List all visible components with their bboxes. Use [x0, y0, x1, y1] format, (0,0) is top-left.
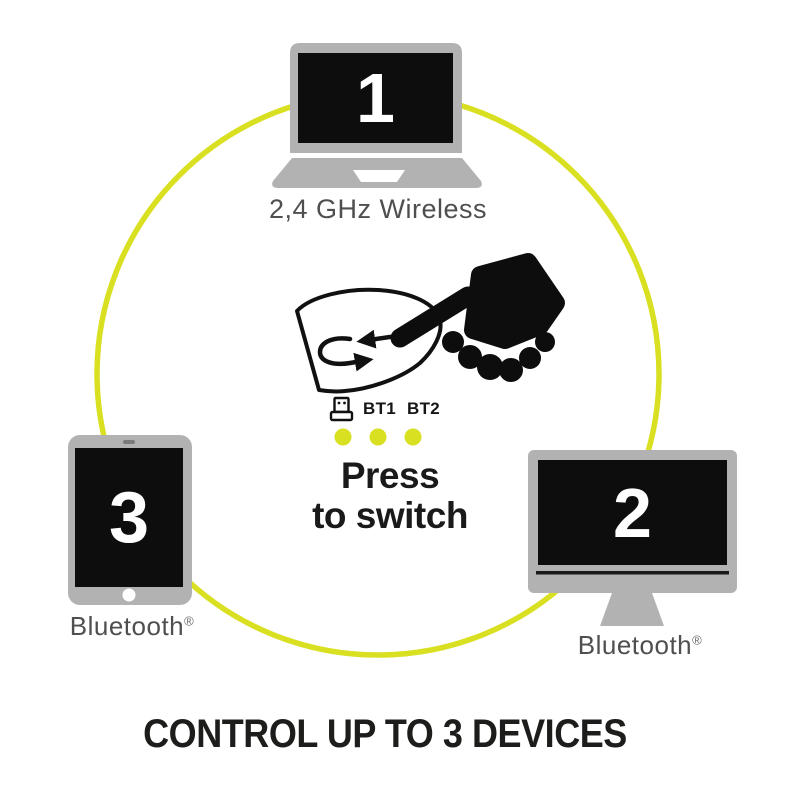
wireless-label: 2,4 GHz Wireless [268, 194, 488, 224]
monitor-icon [528, 450, 737, 626]
usb-dongle-icon [329, 396, 354, 422]
trademark-symbol: ® [184, 613, 195, 629]
laptop-icon [272, 43, 482, 188]
device-1-connection-label: 2,4 GHz Wireless [258, 194, 498, 225]
device-3-connection-label: Bluetooth® [51, 611, 213, 642]
channel-labels: BT1 BT2 [363, 399, 440, 419]
hand-press-icon [390, 253, 565, 382]
device-3-number: 3 [108, 477, 150, 558]
bluetooth-label: Bluetooth [69, 611, 185, 641]
press-to-switch-label: Press to switch [290, 456, 490, 536]
press-line-2: to switch [312, 495, 468, 536]
trademark-symbol: ® [692, 632, 703, 648]
bt1-label: BT1 [363, 399, 397, 418]
mouse-outline-icon [295, 287, 443, 394]
device-2-number: 2 [613, 473, 652, 552]
device-1-number: 1 [356, 59, 395, 137]
device-2-connection-label: Bluetooth® [557, 630, 723, 661]
bluetooth-label: Bluetooth [577, 630, 693, 660]
bt2-label: BT2 [407, 399, 441, 418]
tablet-icon [68, 435, 192, 605]
channel-indicator-dots [334, 428, 422, 446]
page-title: CONTROL UP TO 3 DEVICES [143, 712, 627, 756]
press-line-1: Press [340, 455, 440, 496]
